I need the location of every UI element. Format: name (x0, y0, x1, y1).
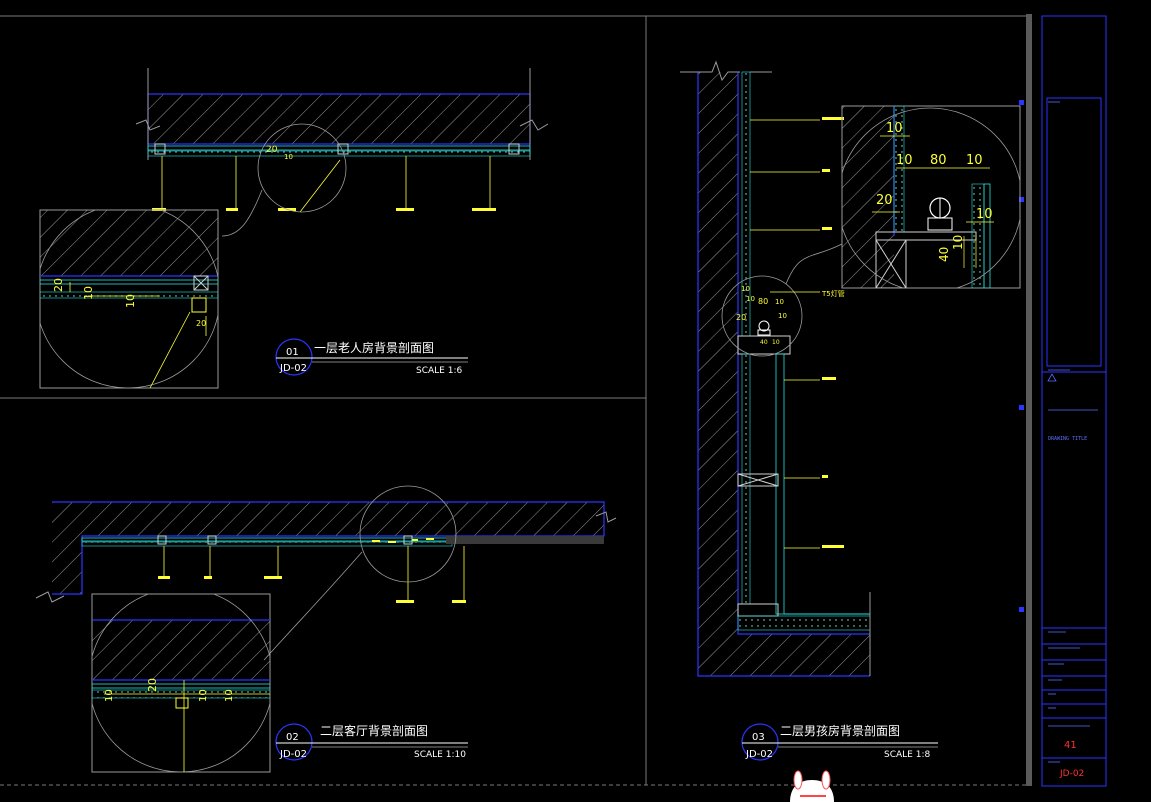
d01-enlarged-dim-20: 20 (52, 278, 65, 292)
d03-enl-dim-80: 80 (930, 153, 947, 168)
d01-enlarged-dim-10b: 10 (124, 294, 137, 308)
d03-callout-t5: T5灯管 (821, 289, 845, 298)
d03-sheet: JD-02 (745, 749, 773, 760)
d03-enl-dim-40: 40 (937, 247, 951, 262)
d03-enl-dim-20: 20 (876, 193, 893, 208)
d01-enlarged-dim-10a: 10 (82, 286, 95, 300)
title-block: DRAWING TITLE 41 JD-02 (1019, 15, 1107, 787)
drawing-title-label: DRAWING TITLE (1048, 436, 1087, 442)
d01-sheet: JD-02 (279, 363, 307, 374)
detail-03: T5灯管 10 10 80 10 20 10 40 10 (680, 60, 1021, 761)
d01-scale: SCALE 1:6 (416, 366, 462, 376)
d03-dim-80: 80 (758, 297, 768, 306)
d02-sheet: JD-02 (279, 749, 307, 760)
d03-dim-40: 40 (760, 339, 768, 346)
detail-01: 20 10 20 10 10 20 (39, 68, 549, 389)
d03-enl-dim-10e: 10 (951, 235, 965, 250)
d03-dim-10a: 10 (741, 285, 750, 293)
mascot-watermark (790, 770, 834, 802)
d03-dim-10b: 10 (746, 295, 755, 303)
d03-dim-10c: 10 (775, 298, 784, 306)
d02-dim-10c: 10 (224, 689, 235, 702)
drawing-number: JD-02 (1059, 769, 1084, 779)
d03-enl-dim-10a: 10 (886, 121, 903, 136)
d01-dim-2: 10 (284, 153, 293, 161)
d03-enl-dim-10b: 10 (896, 153, 913, 168)
d02-scale: SCALE 1:10 (414, 750, 466, 760)
d02-dim-10a: 10 (104, 689, 115, 702)
detail-02: 20 10 10 10 02 JD-02 二层客厅背景剖面图 SCALE 1:1… (35, 485, 617, 773)
d02-dim-10b: 10 (198, 689, 209, 702)
d01-number: 01 (286, 347, 299, 358)
d02-number: 02 (286, 732, 299, 743)
d03-dim-20: 20 (736, 313, 746, 322)
d01-title: 一层老人房背景剖面图 (314, 340, 434, 355)
d03-enl-dim-10d: 10 (976, 207, 993, 222)
d03-enl-dim-10c: 10 (966, 153, 983, 168)
sheet-number: 41 (1064, 740, 1077, 751)
d01-dim-1: 20 (266, 145, 278, 155)
d03-number: 03 (752, 732, 765, 743)
d01-enlarged-dim-20b: 20 (196, 319, 206, 328)
d02-dim-20: 20 (146, 678, 159, 692)
d03-scale: SCALE 1:8 (884, 750, 930, 760)
d03-title: 二层男孩房背景剖面图 (780, 723, 900, 738)
frame-edge-bar (1026, 14, 1032, 786)
d03-dim-10e: 10 (772, 339, 780, 346)
d02-title: 二层客厅背景剖面图 (320, 723, 428, 738)
d03-dim-10d: 10 (778, 312, 787, 320)
